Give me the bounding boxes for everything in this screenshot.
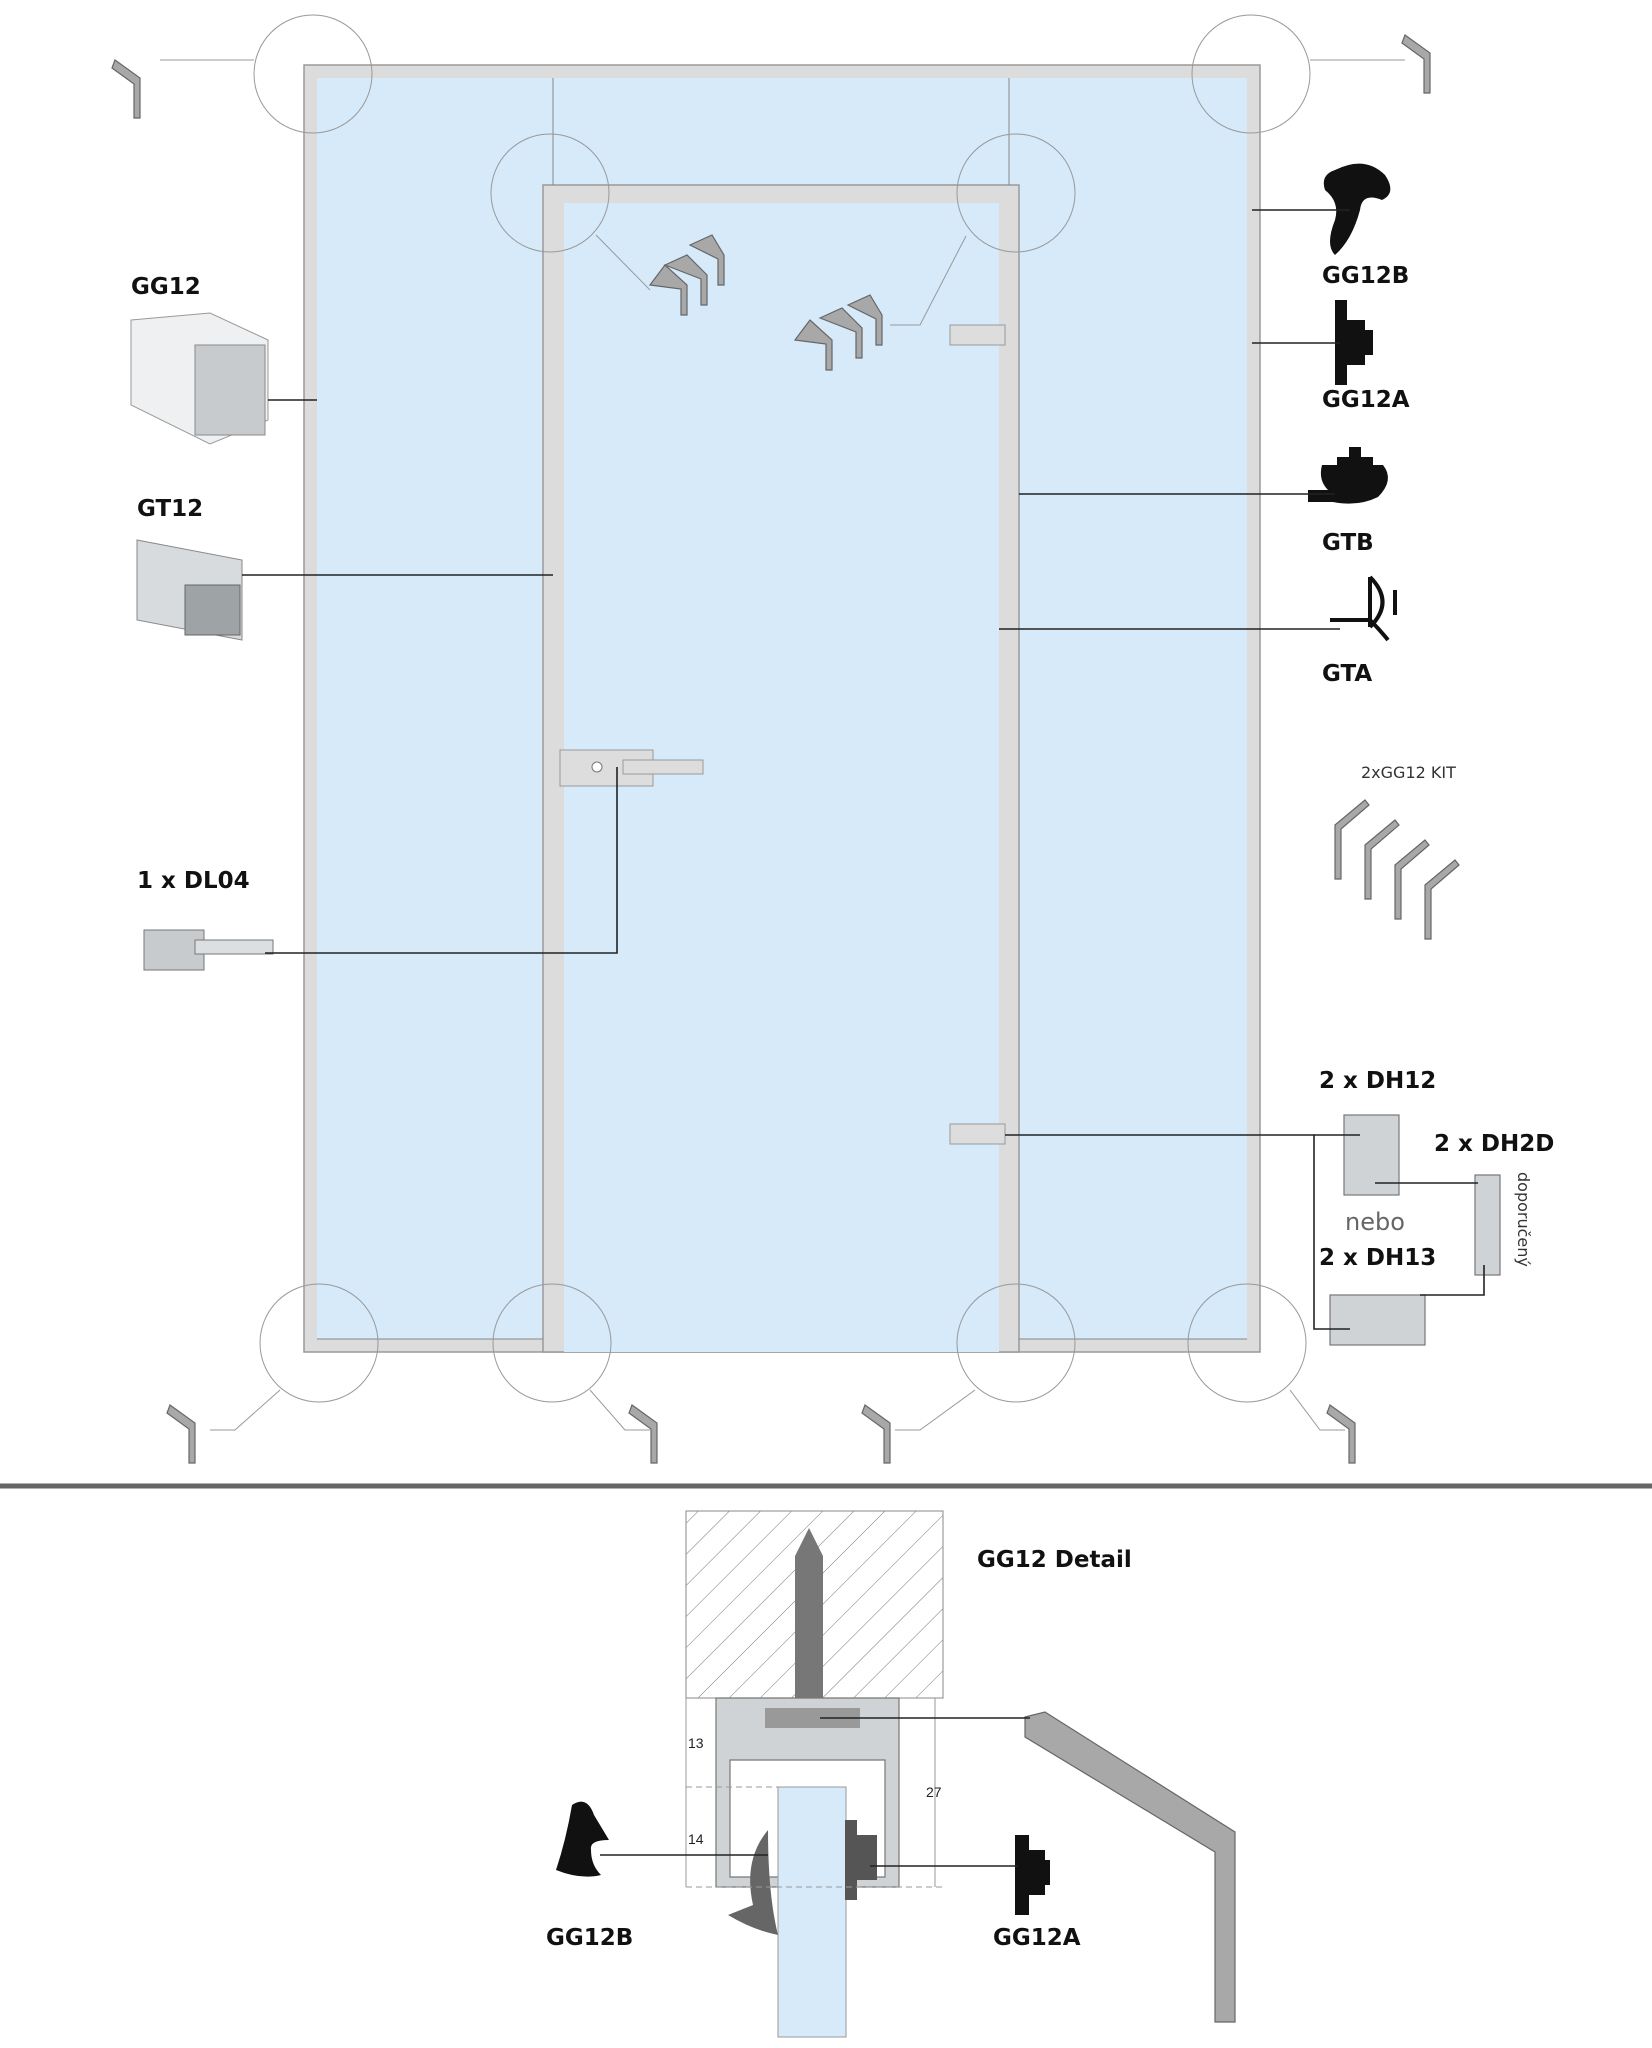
dh2d-hinge-image <box>1474 1174 1501 1276</box>
dim-13: 13 <box>688 1735 704 1751</box>
label-dl04: 1 x DL04 <box>137 868 250 894</box>
detail-circles <box>160 14 1405 1431</box>
dh13-hinge-image <box>1329 1294 1426 1346</box>
gg12-kit-brackets-image <box>1334 799 1460 940</box>
label-gt12: GT12 <box>137 496 203 522</box>
label-dh13: 2 x DH13 <box>1319 1245 1436 1271</box>
gt12-profile-image <box>136 539 243 641</box>
label-dh2d: 2 x DH2D <box>1434 1131 1554 1157</box>
label-nebo: nebo <box>1345 1208 1405 1236</box>
label-gg12a: GG12A <box>1322 387 1410 413</box>
hinge-leader-lines <box>1005 1134 1485 1330</box>
gg12-profile-section <box>715 1697 900 1888</box>
top-hinge <box>949 324 1006 346</box>
label-recommended: doporučený <box>1514 1172 1533 1267</box>
detail-title: GG12 Detail <box>977 1547 1132 1573</box>
gg12b-seal-icon <box>1323 163 1391 255</box>
bracket-large-image <box>1024 1711 1236 2023</box>
gg12a-seal-icon <box>1335 300 1373 385</box>
glass-section <box>777 1786 847 2038</box>
gtb-seal-icon <box>1308 447 1388 504</box>
bottom-hinge <box>949 1123 1006 1145</box>
gg12b-seal-section <box>728 1830 778 1935</box>
gta-seal-icon <box>1330 575 1397 642</box>
dim-27: 27 <box>926 1784 942 1800</box>
dim-14: 14 <box>688 1831 704 1847</box>
door-lock <box>559 749 704 787</box>
label-gtb: GTB <box>1322 530 1374 556</box>
detail-label-gg12a: GG12A <box>993 1925 1081 1951</box>
label-dh12: 2 x DH12 <box>1319 1068 1436 1094</box>
label-gg12b: GG12B <box>1322 263 1409 289</box>
label-kit: 2xGG12 KIT <box>1361 763 1456 782</box>
dh12-hinge-image <box>1343 1114 1400 1196</box>
label-gta: GTA <box>1322 661 1372 687</box>
detail-gg12a-seal-icon <box>1015 1835 1050 1915</box>
corner-bracket-icons <box>111 34 1431 1464</box>
label-gg12: GG12 <box>131 274 201 300</box>
gg12-profile-image <box>130 312 269 445</box>
gg12a-seal-section <box>845 1820 877 1900</box>
detail-label-gg12b: GG12B <box>546 1925 633 1951</box>
door-frame <box>317 78 1247 1353</box>
detail-gg12b-seal-icon <box>556 1801 609 1877</box>
dl04-lock-image <box>143 929 274 971</box>
